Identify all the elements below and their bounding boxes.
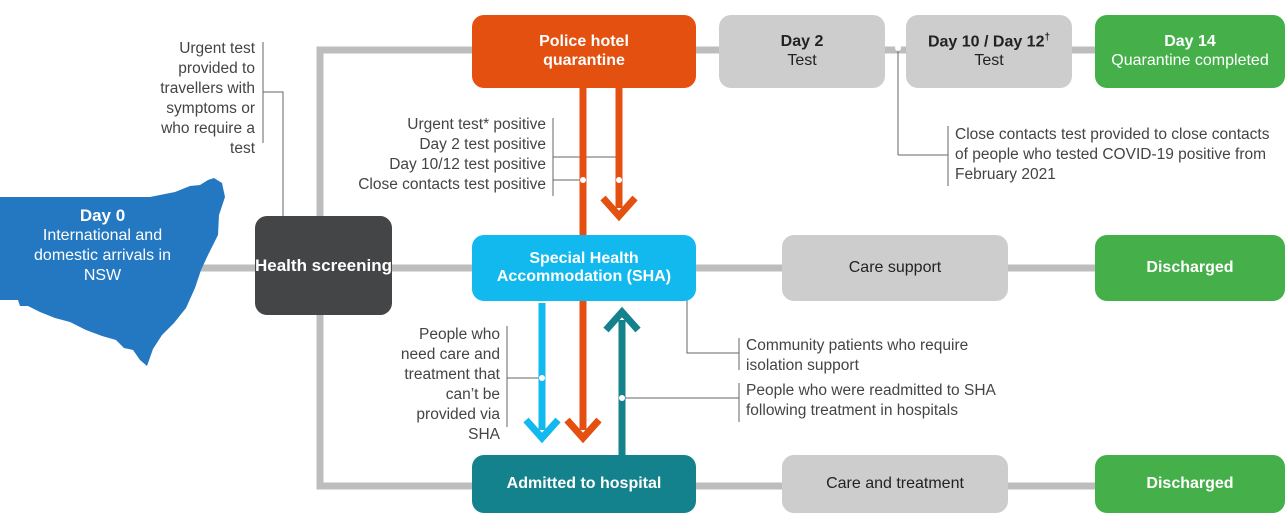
dagger-mark: †: [1044, 32, 1051, 44]
positive-day10-12: Day 10/12 test positive: [389, 156, 546, 173]
police-hotel-quarantine-box: Police hotel quarantine: [472, 15, 696, 88]
phq-label: Police hotel quarantine: [539, 33, 629, 69]
day2-sub: Test: [787, 51, 817, 69]
discharged-label-2: Discharged: [1146, 474, 1234, 492]
discharged-box-1: Discharged: [1095, 235, 1285, 301]
day10-box: Day 10 / Day 12† Test: [906, 15, 1072, 88]
positive-day2: Day 2 test positive: [419, 136, 546, 153]
close-contacts-note: Close contacts test provided to close co…: [955, 126, 1270, 183]
day14-title: Day 14: [1164, 33, 1216, 51]
discharged-label-1: Discharged: [1146, 258, 1234, 276]
day0-text: International and domestic arrivals in N…: [34, 227, 171, 284]
community-note: Community patients who require isolation…: [746, 337, 969, 374]
day14-sub: Quarantine completed: [1111, 51, 1269, 69]
day10-title: Day 10 / Day 12: [927, 33, 1045, 51]
sha-label: Special Health Accommodation (SHA): [496, 249, 672, 285]
care-support-label: Care support: [848, 258, 942, 276]
day0-title: Day 0: [79, 206, 126, 225]
hospital-label: Admitted to hospital: [506, 474, 662, 492]
day10-sub: Test: [974, 52, 1004, 70]
positives-note: Urgent test* positive Day 2 test positiv…: [300, 115, 546, 195]
nsw-map-icon: [0, 178, 225, 366]
day0-label: Day 0 International and domestic arrival…: [30, 206, 175, 286]
readmitted-note: People who were readmitted to SHA follow…: [746, 382, 995, 419]
sha-box: Special Health Accommodation (SHA): [472, 235, 696, 301]
care-treatment-label: Care and treatment: [826, 474, 964, 492]
care-treatment-box: Care and treatment: [782, 455, 1008, 513]
day14-box: Day 14 Quarantine completed: [1095, 15, 1285, 88]
positive-urgent: Urgent test* positive: [407, 116, 546, 133]
hospital-box: Admitted to hospital: [472, 455, 696, 513]
health-screening-box: Health screening: [255, 216, 392, 315]
discharged-box-2: Discharged: [1095, 455, 1285, 513]
positive-close-contacts: Close contacts test positive: [358, 176, 546, 193]
care-needed-note: People who need care and treatment that …: [400, 326, 500, 443]
day2-title: Day 2: [780, 33, 824, 51]
urgent-test-note: Urgent test provided to travellers with …: [160, 40, 255, 157]
health-screening-label: Health screening: [255, 255, 392, 275]
care-support-box: Care support: [782, 235, 1008, 301]
day2-box: Day 2 Test: [719, 15, 885, 88]
